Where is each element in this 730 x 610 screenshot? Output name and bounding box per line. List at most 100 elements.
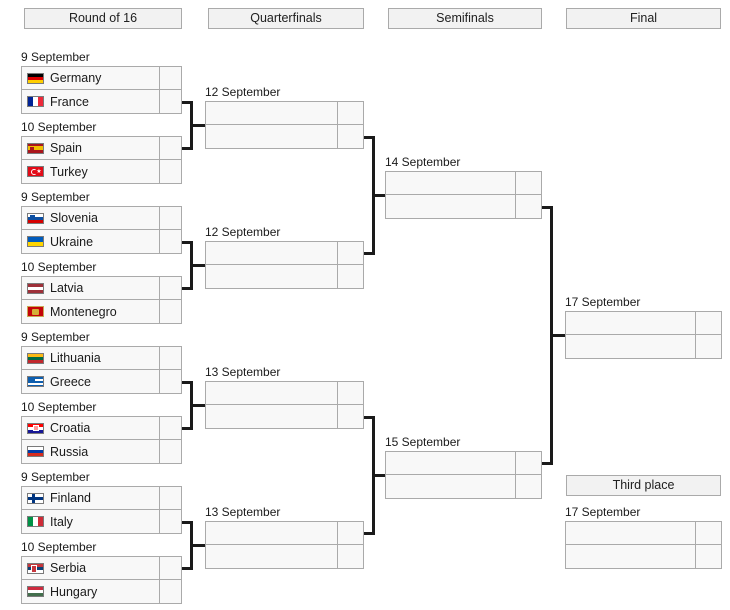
team-row[interactable] — [566, 312, 721, 335]
match-date: 10 September — [21, 260, 97, 274]
team-score — [337, 382, 363, 404]
team-row[interactable] — [206, 405, 363, 428]
team-score — [159, 347, 181, 369]
team-row[interactable] — [206, 522, 363, 545]
team-name: Russia — [50, 444, 89, 459]
team-cell — [386, 172, 515, 194]
flag-hungary — [27, 586, 44, 597]
team-row[interactable]: Italy — [22, 510, 181, 533]
team-score — [337, 522, 363, 544]
match-date: 10 September — [21, 540, 97, 554]
team-row[interactable]: Germany — [22, 67, 181, 90]
team-row[interactable]: France — [22, 90, 181, 113]
team-row[interactable]: Russia — [22, 440, 181, 463]
connector-horizontal — [190, 543, 205, 547]
team-row[interactable]: Spain — [22, 137, 181, 160]
connector-horizontal — [372, 193, 385, 197]
match-box[interactable] — [385, 171, 542, 219]
connector-horizontal — [372, 473, 385, 477]
match-box[interactable]: Spain★Turkey — [21, 136, 182, 184]
team-row[interactable]: Hungary — [22, 580, 181, 603]
team-name: Croatia — [50, 421, 91, 435]
team-row[interactable] — [206, 242, 363, 265]
round-header-final: Final — [566, 8, 721, 29]
match-box[interactable] — [205, 101, 364, 149]
connector-stub — [182, 240, 192, 244]
connector-stub — [542, 205, 552, 209]
team-cell: Lithuania — [22, 347, 159, 369]
team-row[interactable]: Croatia — [22, 417, 181, 440]
team-cell — [206, 242, 337, 264]
connector-stub — [182, 286, 192, 290]
team-row[interactable]: Serbia — [22, 557, 181, 580]
match-date: 9 September — [21, 190, 90, 204]
flag-serbia — [27, 562, 44, 574]
match-date: 9 September — [21, 330, 90, 344]
team-cell — [386, 195, 515, 218]
round-header-semifinals: Semifinals — [388, 8, 542, 29]
team-row[interactable]: Lithuania — [22, 347, 181, 370]
team-score — [159, 90, 181, 113]
connector-stub — [182, 380, 192, 384]
team-row[interactable] — [566, 522, 721, 545]
team-score — [337, 125, 363, 148]
team-row[interactable] — [386, 172, 541, 195]
match-box[interactable] — [205, 381, 364, 429]
team-row[interactable] — [386, 195, 541, 218]
team-cell — [386, 452, 515, 474]
match-box[interactable] — [205, 521, 364, 569]
team-row[interactable] — [386, 452, 541, 475]
match-date: 12 September — [205, 225, 281, 239]
team-row[interactable] — [566, 545, 721, 568]
flag-turkey: ★ — [27, 166, 44, 177]
connector-stub — [182, 566, 192, 570]
team-row[interactable] — [566, 335, 721, 358]
round-header-quarterfinals: Quarterfinals — [208, 8, 364, 29]
team-row[interactable] — [206, 545, 363, 568]
team-row[interactable]: Ukraine — [22, 230, 181, 253]
match-box[interactable] — [565, 521, 722, 569]
team-row[interactable] — [206, 265, 363, 288]
team-name: Montenegro — [50, 304, 117, 319]
team-cell: Italy — [22, 510, 159, 533]
team-row[interactable] — [206, 125, 363, 148]
team-row[interactable]: Montenegro — [22, 300, 181, 323]
team-score — [159, 417, 181, 439]
match-box[interactable] — [385, 451, 542, 499]
team-score — [159, 487, 181, 509]
connector-stub — [364, 415, 374, 419]
flag-greece — [27, 376, 44, 387]
team-name: France — [50, 94, 89, 109]
match-box[interactable] — [565, 311, 722, 359]
team-row[interactable]: Greece — [22, 370, 181, 393]
team-row[interactable]: Latvia — [22, 277, 181, 300]
team-row[interactable]: Slovenia — [22, 207, 181, 230]
team-cell: France — [22, 90, 159, 113]
team-row[interactable] — [206, 382, 363, 405]
team-score — [695, 545, 721, 568]
team-row[interactable]: Finland — [22, 487, 181, 510]
team-row[interactable] — [206, 102, 363, 125]
team-name: Germany — [50, 71, 102, 85]
team-row[interactable]: ★Turkey — [22, 160, 181, 183]
team-cell — [206, 405, 337, 428]
team-cell: Hungary — [22, 580, 159, 603]
team-cell: Germany — [22, 67, 159, 89]
match-date: 12 September — [205, 85, 281, 99]
match-box[interactable] — [205, 241, 364, 289]
team-cell: Latvia — [22, 277, 159, 299]
connector-stub — [182, 146, 192, 150]
team-score — [515, 452, 541, 474]
team-score — [337, 265, 363, 288]
team-row[interactable] — [386, 475, 541, 498]
team-score — [159, 580, 181, 603]
team-cell — [566, 545, 695, 568]
